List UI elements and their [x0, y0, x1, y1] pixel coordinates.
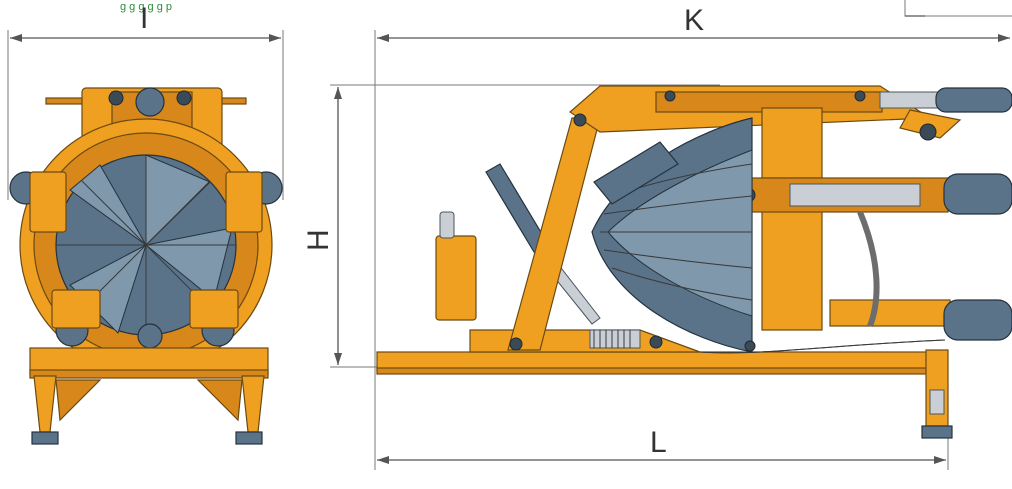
dimension-h: H: [302, 84, 720, 368]
dimension-i: I: [7, 2, 284, 200]
dimension-label-i: I: [140, 2, 148, 35]
dimension-label-k: K: [684, 4, 704, 37]
dimension-k: K: [374, 4, 1010, 470]
corner-frame: [904, 0, 1012, 17]
dimension-label-h: H: [302, 229, 335, 251]
top-caption: g g g g g p: [120, 1, 172, 13]
front-view: [9, 87, 283, 445]
dimension-l: L: [377, 360, 949, 470]
side-view: [376, 85, 1012, 439]
dimension-label-l: L: [650, 426, 667, 459]
